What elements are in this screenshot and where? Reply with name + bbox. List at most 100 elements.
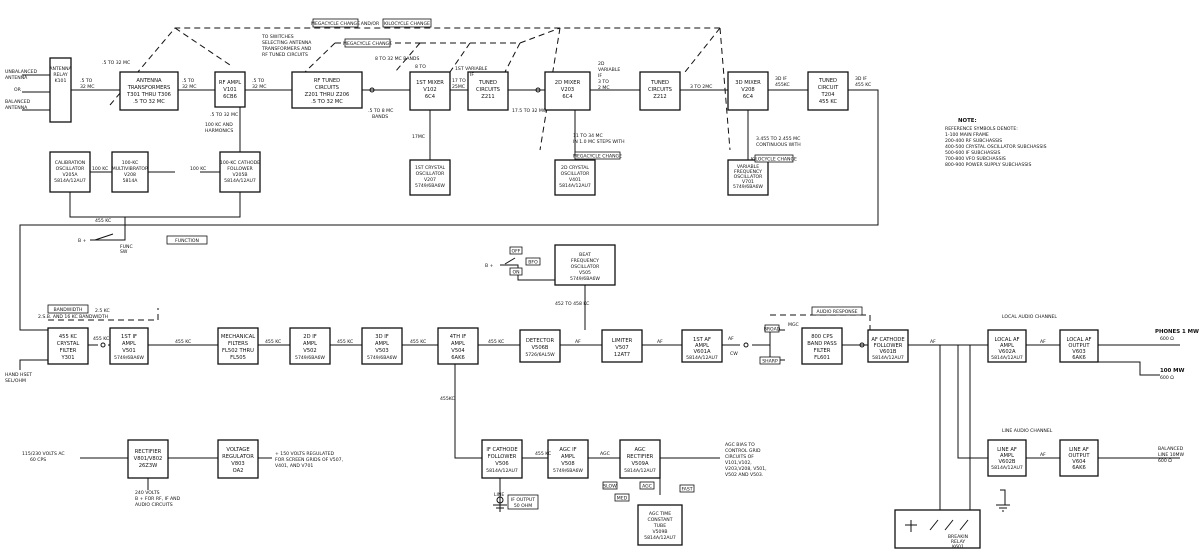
second-var-if-label-4: 3 TO xyxy=(598,79,609,85)
block-first-mixer: 1ST MIXER V102 6C4 xyxy=(409,71,451,111)
block-agc-time-constant: AGC TIME CONSTANT TUBE V509B 5814A/12AU7 xyxy=(637,504,683,546)
bfo-switch-label: BFO xyxy=(528,260,538,266)
line-af-label-4: 5814A/12AU7 xyxy=(991,465,1023,471)
tuned-z212-label-2: CIRCUITS xyxy=(648,87,672,93)
mw100-label-1: 100 MW xyxy=(1160,368,1184,374)
bandpass-label-3: FILTER xyxy=(814,348,831,354)
line-af-label-3: V602B xyxy=(998,459,1015,465)
af-c: AF xyxy=(728,336,734,342)
if-cf-label-3: V506 xyxy=(495,461,508,467)
rectifier-label-3: 26Z3W xyxy=(139,463,158,469)
to-switches-label-4: RF TUNED CIRCUITS xyxy=(262,52,308,58)
megacycle-change-label: MEGACYCLE CHANGE xyxy=(311,21,360,27)
range-low-label-2: BANDS xyxy=(372,114,388,120)
block-line-af-output: LINE AF OUTPUT V604 6AK6 xyxy=(1059,439,1099,477)
if4-label-2: AMPL xyxy=(451,341,465,347)
agc-bias-label-2: CONTROL GRID xyxy=(725,448,761,454)
af1-label-1: 1ST AF xyxy=(693,337,711,343)
cw-label: CW xyxy=(730,351,738,357)
mgc-label: MGC xyxy=(788,322,799,328)
block-af-1: 1ST AF AMPL V601A 5814A/12AU7 xyxy=(681,329,723,363)
tuned-t204-label-2: CIRCUIT xyxy=(818,85,839,91)
second-xtal-label-1: 2D CRYSTAL xyxy=(561,165,589,171)
second-xtal-label-2: OSCILLATOR xyxy=(561,171,591,177)
range-17-25-a: 17 TO xyxy=(452,78,466,84)
balanced-line-label-2: LINE 10MW xyxy=(1158,452,1185,458)
range-a-label: .5 TO xyxy=(80,78,93,84)
block-agc-if-ampl: AGC IF AMPL V508 5749/6BA6W xyxy=(547,439,589,479)
second-var-if-label-5: 2 MC xyxy=(598,85,610,91)
block-bandpass-filter: 800 CPS BAND PASS FILTER FL601 xyxy=(801,327,843,365)
af1-label-2: AMPL xyxy=(695,343,709,349)
tuned-z211-label-1: TUNED xyxy=(478,80,497,86)
block-mechanical-filters: MECHANICAL FILTERS FL502 THRU FL505 xyxy=(217,327,259,365)
ground-icon xyxy=(996,504,1010,512)
block-calibration-oscillator: CALIBRATION OSCILLATOR V205A 5814A/12AU7 xyxy=(49,151,91,193)
vfo-label-5: 5749/6BA6W xyxy=(733,184,763,190)
boxed-labels: MEGACYCLE CHANGE AND/OR KILOCYCLE CHANGE… xyxy=(47,18,863,510)
range-8-32-a: 8 TO xyxy=(415,64,426,70)
note-line-4: 400-500 CRYSTAL OSCILLATOR SUBCHASSIS xyxy=(945,144,1047,150)
kc455-e: 455 KC xyxy=(410,339,426,345)
phones-label-1: PHONES 1 MW xyxy=(1155,329,1199,335)
mech-filter-label-3: FL502 THRU xyxy=(222,348,254,354)
block-af-cathode-follower: AF CATHODE FOLLOWER V601B 5814A/12AU7 xyxy=(867,329,909,363)
block-multivibrator: 100-KC MULTIVIBRATOR V208 5814A xyxy=(111,151,149,193)
if3-label-1: 3D IF xyxy=(375,334,388,340)
limiter-label-2: V507 xyxy=(615,345,628,351)
balanced-antenna-label-2: ANTENNA xyxy=(5,105,28,111)
range-f-label: 32 MC xyxy=(252,84,266,90)
detector-label-2: V506B xyxy=(531,345,548,351)
local-out-label-1: LOCAL AF xyxy=(1066,337,1091,343)
if3-label-3: V503 xyxy=(375,348,388,354)
rectifier-label-2: V801/V802 xyxy=(134,456,163,462)
local-out-label-4: 6AK6 xyxy=(1072,355,1086,361)
bfo-label-5: 5749/6BA6W xyxy=(570,276,600,282)
note-line-5: 500-600 IF SUBCHASSIS xyxy=(945,150,1000,156)
antenna-relay-label-1: ANTENNA xyxy=(49,66,72,72)
if-cf-label-1: IF CATHODE xyxy=(486,447,517,453)
multivib-label-1: 100-KC xyxy=(122,160,138,166)
agc-tc-label-1: AGC TIME xyxy=(649,511,671,517)
third-if-out-label-2: 455 KC xyxy=(855,82,871,88)
cf-cal-label-1: 100-KC CATHODE xyxy=(220,160,260,166)
rf-tuned-label-3: Z201 THRU Z206 xyxy=(305,92,350,98)
first-var-if-label-2: IF xyxy=(470,72,474,78)
annotations: UNBALANCED ANTENNA OR BALANCED ANTENNA .… xyxy=(5,34,1199,508)
handset-label-1: HAND HSET xyxy=(5,372,32,378)
range-e-label: .5 TO xyxy=(252,78,265,84)
bfo-label-1: BEAT xyxy=(579,252,591,258)
if-output-label-1: IF OUTPUT xyxy=(511,497,535,503)
volts240-label-3: AUDIO CIRCUITS xyxy=(135,502,173,508)
kc455-c: 455 KC xyxy=(265,339,281,345)
switch-contact-icon xyxy=(535,87,541,93)
line-out-label-1: LINE AF xyxy=(1069,447,1089,453)
agc-if-label-2: AMPL xyxy=(561,454,575,460)
agc-bias-label-4: V101,V102, xyxy=(725,460,752,466)
xtal2-range-label-2: IN 1.0 MC STEPS WITH xyxy=(573,139,625,145)
cal-osc-label-1: CALIBRATION xyxy=(55,160,85,166)
agc-rect-label-4: 5814A/12AU7 xyxy=(624,468,656,474)
broad-label: BROAD xyxy=(764,327,781,333)
switch-contact-icon xyxy=(100,342,106,348)
if1-label-1: 1ST IF xyxy=(121,334,137,340)
agc-tc-label-5: 5814A/12AU7 xyxy=(644,535,676,541)
function-switch-icon xyxy=(94,233,114,241)
tuned-t204-label-1: TUNED xyxy=(818,78,837,84)
volt-reg-label-3: V803 xyxy=(231,461,244,467)
line-af-label-2: AMPL xyxy=(1000,453,1014,459)
block-tuned-circuit-t204: TUNED CIRCUIT T204 455 KC xyxy=(807,71,849,111)
if2-label-3: V502 xyxy=(303,348,316,354)
block-local-af-ampl: LOCAL AF AMPL V602A 5814A/12AU7 xyxy=(987,329,1027,363)
local-af-label-3: V602A xyxy=(999,349,1016,355)
second-var-if-label-2: VARIABLE xyxy=(598,67,620,73)
if3-label-4: 5749/6BA6W xyxy=(367,355,397,361)
block-if-3: 3D IF AMPL V503 5749/6BA6W xyxy=(361,327,403,365)
breakin-label-3: K601 xyxy=(952,544,964,550)
breakin-label-2: RELAY xyxy=(951,539,966,545)
agc-bias-label-1: AGC BIAS TO xyxy=(725,442,755,448)
range-main-label: .5 TO 32 MC xyxy=(102,60,130,66)
bandwidth-label: BANDWIDTH xyxy=(54,307,83,313)
range-3-2-label: 3 TO 2MC xyxy=(690,84,712,90)
